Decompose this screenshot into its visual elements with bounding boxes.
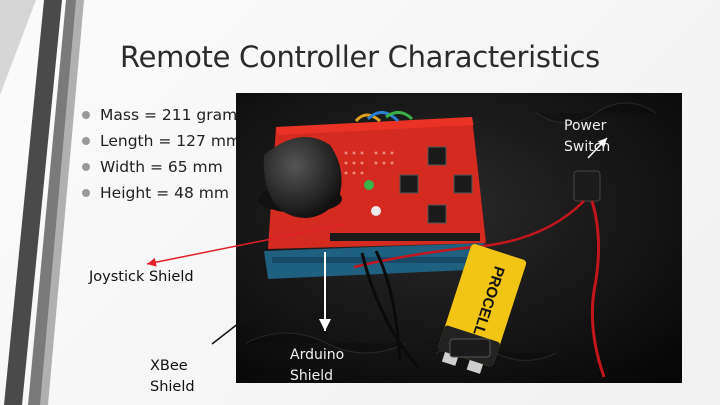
bullet-dot-icon — [82, 163, 90, 171]
power-switch-label: Power Switch — [564, 118, 611, 155]
bullet-dot-icon — [82, 111, 90, 119]
spec-item-length: Length = 127 mm — [82, 128, 245, 154]
joystick-shield-label: Joystick Shield — [89, 269, 194, 285]
arduino-shield-label: Arduino Shield — [290, 347, 345, 384]
decorative-stripes — [0, 0, 84, 405]
spec-item-width: Width = 65 mm — [82, 154, 245, 180]
bullet-dot-icon — [82, 189, 90, 197]
slide-title: Remote Controller Characteristics — [120, 40, 600, 74]
spec-list: Mass = 211 grams Length = 127 mm Width =… — [82, 102, 245, 206]
xbee-shield-label: XBee Shield — [150, 358, 195, 395]
bullet-dot-icon — [82, 137, 90, 145]
spec-item-height: Height = 48 mm — [82, 180, 245, 206]
spec-item-mass: Mass = 211 grams — [82, 102, 245, 128]
controller-photo: PROCELL 9V — [236, 93, 682, 383]
